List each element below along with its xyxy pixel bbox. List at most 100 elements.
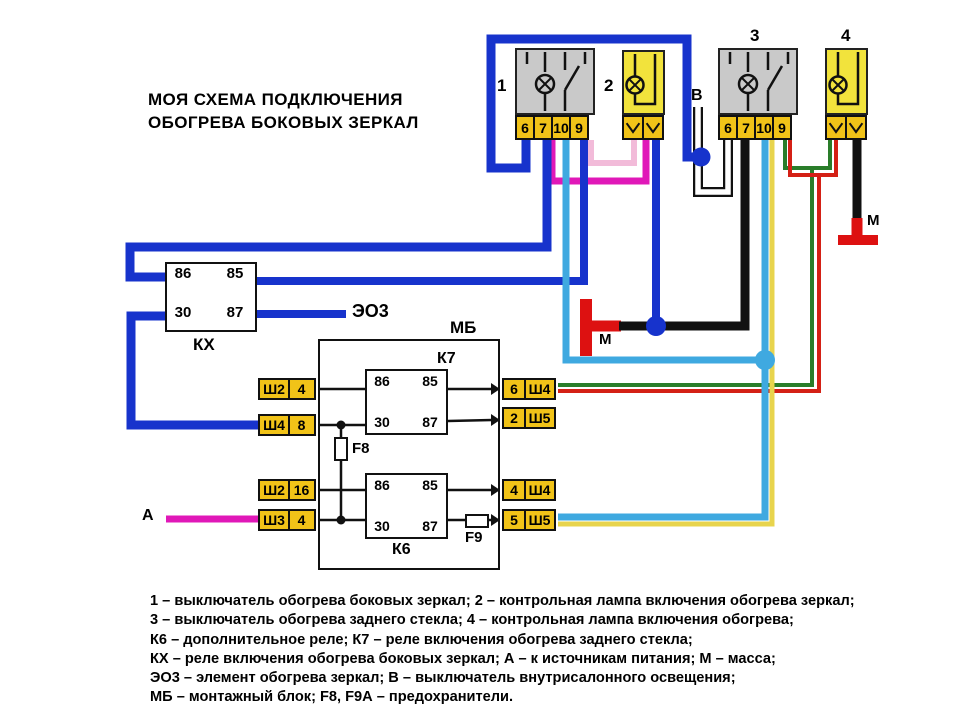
- wire-green-to-6sh4: [558, 166, 814, 387]
- fuse-f8-label: F8: [352, 440, 370, 457]
- lamp2-pin-right: [642, 115, 664, 140]
- wire-green-switch3-lamp4-u: [783, 140, 832, 170]
- switch3-pin-7: 7: [736, 115, 756, 140]
- connector-sh4-8: Ш4 8: [258, 414, 316, 436]
- lamp2-pin-right-chevron-icon: [645, 122, 661, 134]
- connector-sh4-8-name: Ш4: [258, 414, 290, 436]
- switch3-number: 3: [750, 26, 760, 45]
- legend-line-5: ЭО3 – элемент обогрева зеркал; В – выклю…: [150, 670, 736, 687]
- switch3-body: [718, 48, 798, 115]
- switch1-body: [515, 48, 595, 115]
- lamp4-pin-right: [845, 115, 867, 140]
- connector-sh3-4: Ш3 4: [258, 509, 316, 531]
- page-title: МОЯ СХЕМА ПОДКЛЮЧЕНИЯ ОБОГРЕВА БОКОВЫХ З…: [148, 88, 419, 134]
- switch3-pin-9: 9: [772, 115, 792, 140]
- k6-pin-30: 30: [374, 518, 390, 534]
- title-line-2: ОБОГРЕВА БОКОВЫХ ЗЕРКАЛ: [148, 113, 419, 132]
- connector-5-sh5: 5 Ш5: [502, 509, 556, 531]
- wire-red-switch3-lamp4-u: [788, 140, 838, 177]
- connector-sh3-4-pin: 4: [287, 509, 316, 531]
- connector-sh2-16-name: Ш2: [258, 479, 290, 501]
- connector-2-sh5-name: Ш5: [523, 407, 556, 429]
- junction-dot-cyan: [755, 350, 775, 370]
- connector-2-sh5: 2 Ш5: [502, 407, 556, 429]
- fuse-f9-box: [465, 514, 489, 528]
- relay-k6-box: [365, 473, 448, 539]
- connector-sh2-4: Ш2 4: [258, 378, 316, 400]
- k6-pin-87: 87: [422, 518, 438, 534]
- relay-kx-box: [165, 262, 257, 332]
- switch3-pin-10: 10: [754, 115, 774, 140]
- connector-5-sh5-pin: 5: [502, 509, 526, 531]
- k7-pin-85: 85: [422, 373, 438, 389]
- mb-label: МБ: [450, 318, 477, 337]
- kx-pin-30: 30: [174, 304, 192, 321]
- arrowhead-4sh4: [491, 484, 500, 496]
- legend: 1 – выключатель обогрева боковых зеркал;…: [150, 592, 855, 708]
- lamp4-pin-left-chevron-icon: [828, 122, 844, 134]
- wire-red-to-6sh4: [558, 173, 821, 393]
- lamp4-pin-left: [825, 115, 847, 140]
- relay-kx-label: КХ: [193, 335, 215, 354]
- lamp2-symbol: [625, 54, 657, 106]
- wire-yellow-switch3-to-5sh5: [558, 140, 775, 527]
- connector-6-sh4-name: Ш4: [523, 378, 556, 400]
- connector-4-sh4-pin: 4: [502, 479, 526, 501]
- k6-pin-85: 85: [422, 477, 438, 493]
- lamp4-pin-right-chevron-icon: [848, 122, 864, 134]
- arrowhead-2sh5: [491, 414, 500, 426]
- connector-sh2-16-pin: 16: [287, 479, 316, 501]
- kx-pin-87: 87: [226, 304, 244, 321]
- ground-m-label-mid: М: [599, 331, 612, 348]
- connector-4-sh4: 4 Ш4: [502, 479, 556, 501]
- mb-line-k7-to-2sh5: [447, 418, 493, 423]
- kx-pin-86: 86: [174, 265, 192, 282]
- junction-dot-f8-bottom: [336, 515, 346, 525]
- connector-6-sh4: 6 Ш4: [502, 378, 556, 400]
- switch3-pins: 6 7 10 9: [718, 115, 792, 140]
- switch3-pin-6: 6: [718, 115, 738, 140]
- arrowhead-5sh5: [491, 514, 500, 526]
- switch1-pins: 6 7 10 9: [515, 115, 589, 140]
- lamp2-pin-left: [622, 115, 644, 140]
- legend-line-1: 1 – выключатель обогрева боковых зеркал;…: [150, 593, 855, 609]
- switch3-symbol: [728, 52, 790, 111]
- legend-line-4: КХ – реле включения обогрева боковых зер…: [150, 650, 776, 667]
- lamp4-symbol: [828, 52, 860, 106]
- k6-pin-86: 86: [374, 477, 390, 493]
- junction-dot-f8-top: [336, 420, 346, 430]
- mb-box: [318, 339, 500, 570]
- wire-pink-switch1-to-lamp2: [588, 140, 637, 166]
- connector-2-sh5-pin: 2: [502, 407, 526, 429]
- connector-6-sh4-pin: 6: [502, 378, 526, 400]
- switch1-pin-6: 6: [515, 115, 535, 140]
- wire-blue-kx85-to-switch1-pin9: [257, 140, 588, 285]
- k7-pin-86: 86: [374, 373, 390, 389]
- lamp2-number: 2: [604, 76, 614, 95]
- ground-m-label-right: М: [867, 212, 880, 229]
- lamp4-number: 4: [841, 26, 851, 45]
- legend-line-6: МБ – монтажный блок; F8, F9А – предохран…: [150, 689, 514, 706]
- relay-k7-box: [365, 369, 448, 435]
- connector-sh2-16: Ш2 16: [258, 479, 316, 501]
- switch1-pin-10: 10: [551, 115, 571, 140]
- title-line-1: МОЯ СХЕМА ПОДКЛЮЧЕНИЯ: [148, 90, 403, 109]
- junction-dot-b-wire: [691, 147, 711, 167]
- legend-line-2: 3 – выключатель обогрева заднего стекла;…: [150, 612, 794, 629]
- switch1-pin-9: 9: [569, 115, 589, 140]
- interior-switch-b-label: В: [691, 87, 703, 104]
- junction-dot-ground-wire: [646, 316, 666, 336]
- lamp2-body: [622, 50, 665, 115]
- lamp4-pins: [825, 115, 867, 140]
- eo3-label: ЭО3: [352, 301, 389, 321]
- lamp4-body: [825, 48, 868, 115]
- connector-sh2-4-pin: 4: [287, 378, 316, 400]
- switch1-number: 1: [497, 76, 507, 95]
- connector-sh3-4-name: Ш3: [258, 509, 290, 531]
- k7-pin-87: 87: [422, 414, 438, 430]
- fuse-f8-box: [334, 437, 348, 461]
- legend-line-3: К6 – дополнительное реле; К7 – реле вклю…: [150, 631, 693, 648]
- k7-pin-30: 30: [374, 414, 390, 430]
